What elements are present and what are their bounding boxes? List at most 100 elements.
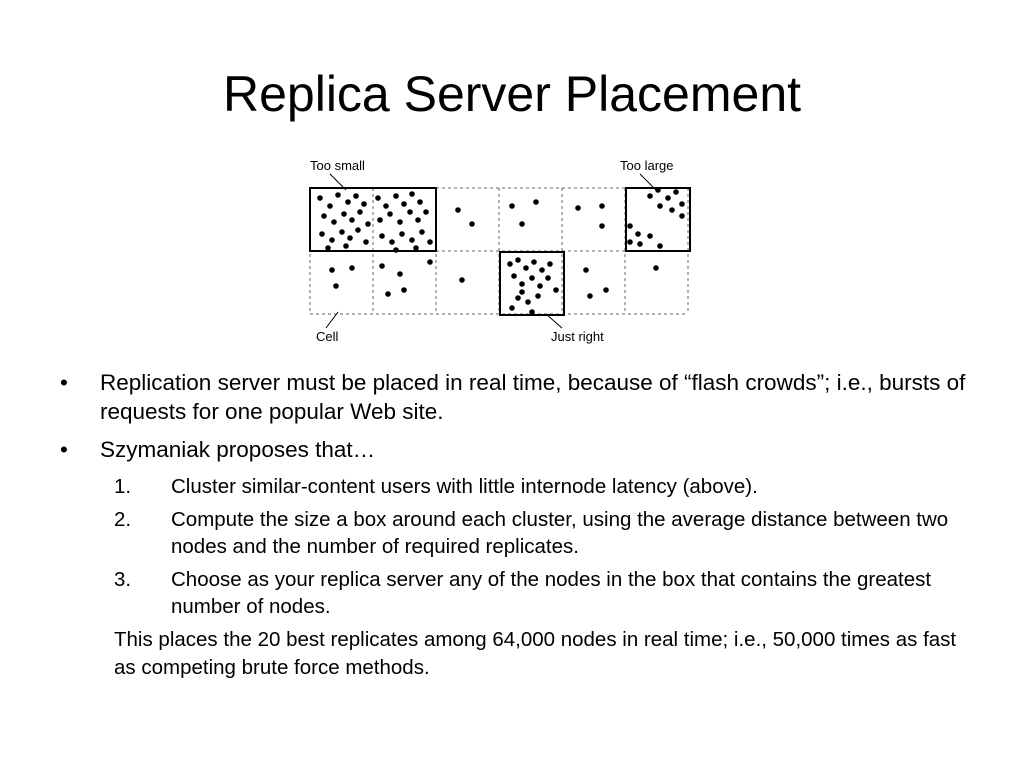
node-dot [635, 231, 641, 237]
node-dot [331, 219, 337, 225]
node-dot [389, 239, 395, 245]
node-dot [583, 267, 589, 273]
node-dot [469, 221, 475, 227]
node-dot [349, 217, 355, 223]
node-dot [587, 293, 593, 299]
bullet-text: Szymaniak proposes that… [100, 437, 376, 462]
node-dot [321, 213, 327, 219]
node-dot [653, 265, 659, 271]
slide-body: • Replication server must be placed in r… [60, 368, 980, 682]
node-dot [665, 195, 671, 201]
too-small-box [309, 187, 437, 252]
node-dot [393, 247, 399, 253]
step-number: 2. [114, 508, 132, 531]
node-dot [413, 245, 419, 251]
node-dot [531, 259, 537, 265]
node-dot [533, 199, 539, 205]
node-dot [417, 199, 423, 205]
node-dot [509, 305, 515, 311]
numbered-step: 3. Choose as your replica server any of … [60, 566, 980, 620]
just-right-leader [545, 313, 563, 329]
node-dot [329, 237, 335, 243]
node-dot [375, 195, 381, 201]
bullet-item: • Szymaniak proposes that… [60, 435, 980, 464]
node-dot [637, 241, 643, 247]
step-text: Compute the size a box around each clust… [171, 508, 949, 558]
node-dot [385, 291, 391, 297]
node-dot [553, 287, 559, 293]
node-dot [525, 299, 531, 305]
node-dot [399, 231, 405, 237]
node-dot [523, 265, 529, 271]
node-dot [535, 293, 541, 299]
node-dot [657, 203, 663, 209]
node-dots [317, 187, 685, 315]
just-right-label: Just right [551, 329, 604, 344]
node-dot [365, 221, 371, 227]
cell-leader [325, 311, 339, 329]
node-dot [379, 233, 385, 239]
node-dot [519, 289, 525, 295]
step-text: Choose as your replica server any of the… [171, 568, 932, 618]
step-number: 3. [114, 568, 132, 591]
node-dot [409, 191, 415, 197]
node-dot [575, 205, 581, 211]
too-large-box [625, 187, 691, 252]
node-dot [327, 203, 333, 209]
node-dot [335, 192, 341, 198]
step-text: Cluster similar-content users with littl… [171, 475, 758, 498]
node-dot [339, 229, 345, 235]
node-dot [679, 201, 685, 207]
node-dot [379, 263, 385, 269]
node-dot [397, 219, 403, 225]
node-dot [509, 203, 515, 209]
node-dot [419, 229, 425, 235]
node-dot [455, 207, 461, 213]
too-large-label: Too large [620, 158, 673, 173]
node-dot [353, 193, 359, 199]
bullet-text: Replication server must be placed in rea… [100, 370, 966, 424]
node-dot [317, 195, 323, 201]
node-dot [515, 257, 521, 263]
node-dot [669, 207, 675, 213]
node-dot [599, 223, 605, 229]
node-dot [515, 295, 521, 301]
node-dot [407, 209, 413, 215]
step-number: 1. [114, 475, 132, 498]
node-dot [397, 271, 403, 277]
node-dot [329, 267, 335, 273]
node-dot [647, 233, 653, 239]
node-dot [427, 259, 433, 265]
numbered-step: 2. Compute the size a box around each cl… [60, 506, 980, 560]
node-dot [603, 287, 609, 293]
node-dot [647, 193, 653, 199]
node-dot [349, 265, 355, 271]
too-small-leader [329, 173, 347, 191]
cell-label: Cell [316, 329, 339, 344]
label-leader-lines [325, 173, 657, 329]
node-dot [427, 239, 433, 245]
node-dot [343, 243, 349, 249]
node-dot [529, 309, 535, 315]
node-dot [325, 245, 331, 251]
node-dot [537, 283, 543, 289]
numbered-step: 1. Cluster similar-content users with li… [60, 473, 980, 500]
node-dot [347, 235, 353, 241]
node-dot [345, 199, 351, 205]
node-dot [401, 287, 407, 293]
just-right-box [499, 251, 565, 316]
node-dot [383, 203, 389, 209]
node-dot [341, 211, 347, 217]
node-dot [507, 261, 513, 267]
node-dot [511, 273, 517, 279]
bullet-symbol: • [60, 370, 68, 395]
node-dot [319, 231, 325, 237]
node-dot [459, 277, 465, 283]
node-dot [363, 239, 369, 245]
cell-clustering-figure: Too small Too large Cell Just right [300, 150, 700, 350]
node-dot [627, 239, 633, 245]
cell-grid-diagram: Too small Too large Cell Just right [309, 158, 691, 344]
node-dot [627, 223, 633, 229]
node-dot [657, 243, 663, 249]
node-dot [519, 281, 525, 287]
